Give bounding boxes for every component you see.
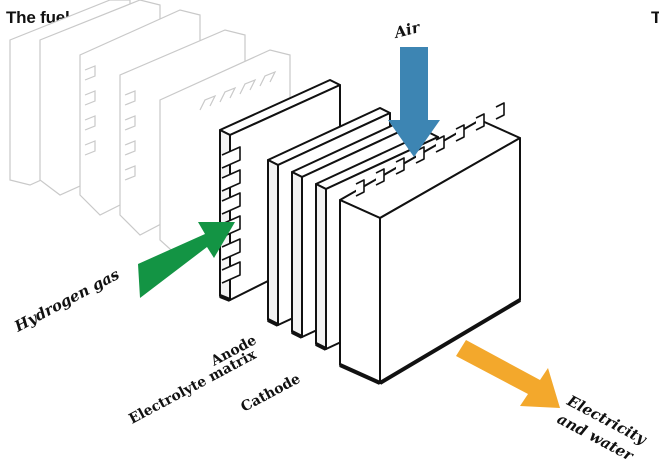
- air-label: Air: [391, 18, 423, 42]
- cathode-label: Cathode: [238, 371, 303, 416]
- cathode-plate: [339, 102, 522, 385]
- air-arrow: [388, 47, 440, 157]
- hydrogen-gas-label: Hydrogen gas: [11, 265, 123, 336]
- electrolyte-matrix-label: Electrolyte matrix: [126, 347, 259, 428]
- output-arrow: [456, 340, 560, 408]
- hydrogen-arrow: [138, 222, 235, 298]
- clipped-next-title: T: [651, 8, 659, 27]
